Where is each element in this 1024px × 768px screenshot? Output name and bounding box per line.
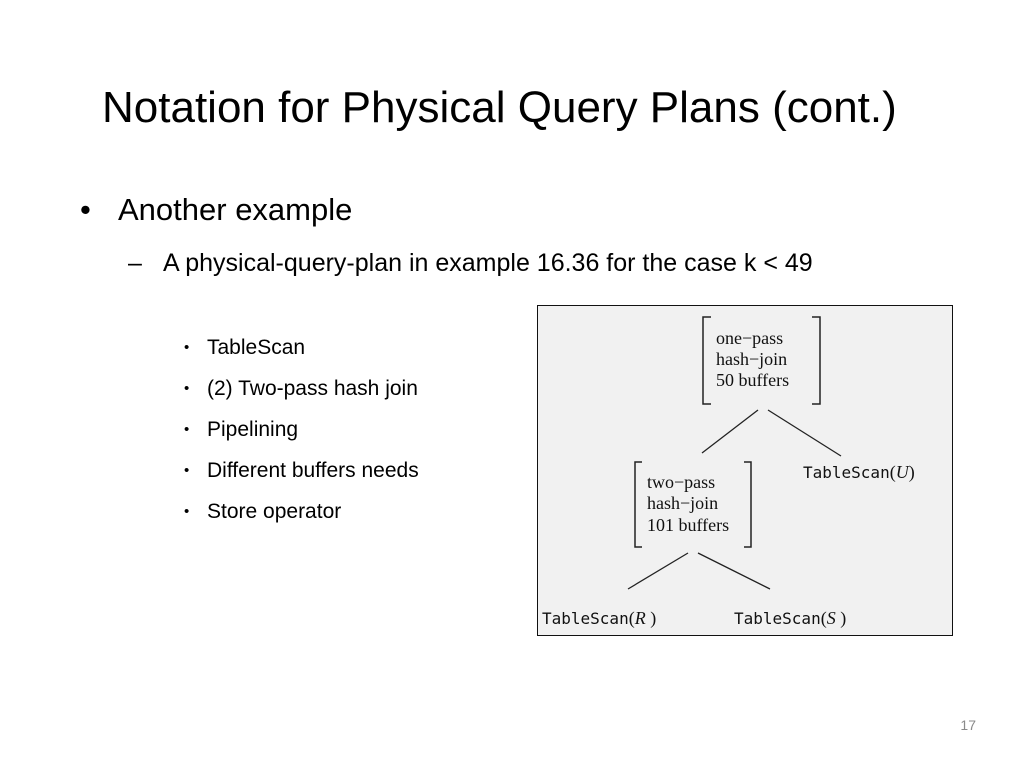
page-number: 17 xyxy=(960,717,976,733)
tablescan-s: TableScan(S ) xyxy=(734,608,846,629)
slide-title: Notation for Physical Query Plans (cont.… xyxy=(102,83,897,132)
join-line-1: two−pass xyxy=(647,472,715,492)
join-line-3: 101 buffers xyxy=(647,515,729,535)
sub-bullet-text: (2) Two-pass hash join xyxy=(207,377,418,400)
join-right-bracket xyxy=(744,461,752,548)
dash-marker: – xyxy=(128,249,142,277)
edge-root-to-join xyxy=(701,409,759,454)
tablescan-u-name: TableScan xyxy=(803,463,890,482)
query-plan-figure: one−pass hash−join 50 buffers TableScan(… xyxy=(537,305,953,636)
root-line-3: 50 buffers xyxy=(716,370,789,390)
tablescan-u: TableScan(U) xyxy=(803,462,915,483)
bullet-text: A physical-query-plan in example 16.36 f… xyxy=(163,249,813,277)
edge-join-to-scan-r xyxy=(627,552,689,590)
tablescan-s-name: TableScan xyxy=(734,609,821,628)
bullet-marker: • xyxy=(80,192,91,227)
sub-bullet-text: Store operator xyxy=(207,500,342,523)
sub-bullet-text: Pipelining xyxy=(207,418,299,441)
root-line-2: hash−join xyxy=(716,349,787,369)
bullet-text: Another example xyxy=(118,192,353,227)
tablescan-r-name: TableScan xyxy=(542,609,629,628)
root-right-bracket xyxy=(812,316,821,405)
join-left-bracket xyxy=(634,461,642,548)
edge-root-to-scan-u xyxy=(767,409,842,457)
tablescan-u-arg: U xyxy=(896,462,910,482)
edge-join-to-scan-s xyxy=(697,552,771,590)
query-plan-tree: one−pass hash−join 50 buffers TableScan(… xyxy=(542,316,915,629)
bullet-marker: • xyxy=(184,421,190,438)
sub-bullet-text: Different buffers needs xyxy=(207,459,419,482)
root-line-1: one−pass xyxy=(716,328,783,348)
bullet-marker: • xyxy=(184,380,190,397)
bullet-marker: • xyxy=(184,339,190,356)
tablescan-s-arg: S xyxy=(827,608,836,628)
root-left-bracket xyxy=(702,316,711,405)
bullet-marker: • xyxy=(184,462,190,479)
sub-bullet-text: TableScan xyxy=(207,336,306,359)
bullet-marker: • xyxy=(184,503,190,520)
join-line-2: hash−join xyxy=(647,493,718,513)
tablescan-r-arg: R xyxy=(634,608,646,628)
tablescan-r: TableScan(R ) xyxy=(542,608,656,629)
